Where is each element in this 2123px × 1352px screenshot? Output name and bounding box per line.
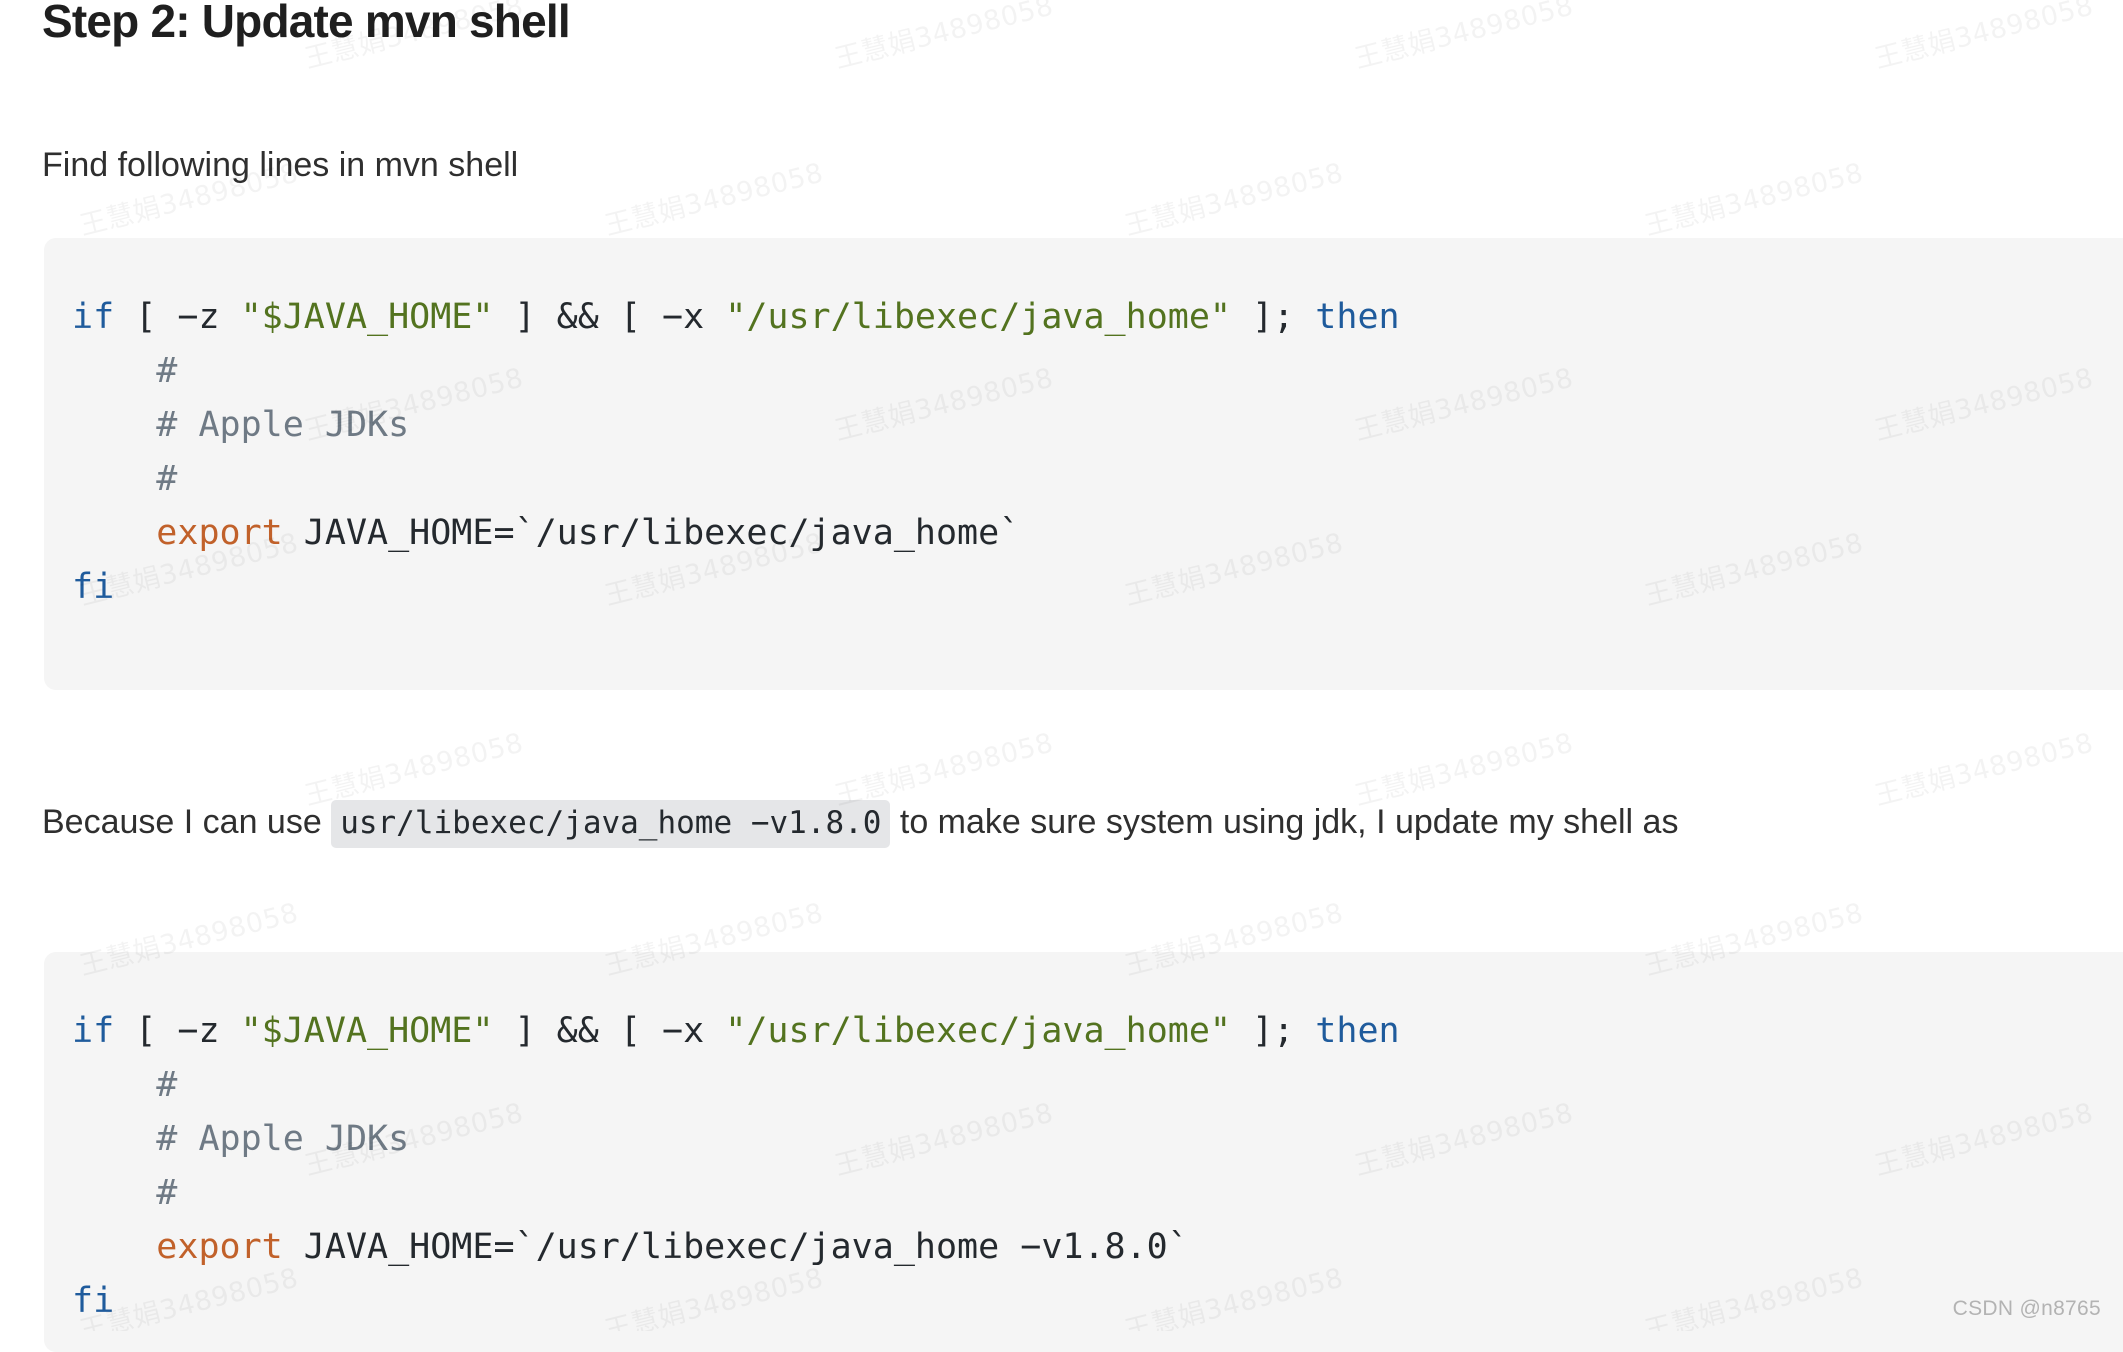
middle-paragraph-text-before: Because I can use <box>42 803 332 841</box>
code-token <box>72 1119 156 1159</box>
watermark-text: 王慧娟34898058 <box>1870 0 2097 76</box>
code-token: # Apple JDKs <box>156 405 410 445</box>
code-token: "/usr/libexec/java_home" <box>725 297 1231 337</box>
code-token: if <box>72 1011 115 1051</box>
lead-paragraph: Find following lines in mvn shell <box>42 146 519 184</box>
page-title: Step 2: Update mvn shell <box>42 0 571 47</box>
code-token <box>72 459 156 499</box>
middle-paragraph: Because I can use usr/libexec/java_home … <box>42 786 2102 859</box>
code-token: ]; <box>1231 1011 1316 1051</box>
code-token: # <box>156 1065 178 1105</box>
code-token: if <box>72 297 115 337</box>
code-token: fi <box>72 567 115 607</box>
middle-paragraph-text-after: to make sure system using jdk, I update … <box>890 803 1679 841</box>
code-token: export <box>156 1227 283 1267</box>
footer-credit: CSDN @n8765 <box>1952 1297 2101 1320</box>
code-content: if [ −z "$JAVA_HOME" ] && [ −x "/usr/lib… <box>44 952 2123 1328</box>
watermark-text: 王慧娟34898058 <box>600 151 827 243</box>
code-token: # <box>156 459 178 499</box>
code-token: # Apple JDKs <box>156 1119 410 1159</box>
code-token: # <box>156 351 178 391</box>
code-token: ] && [ −x <box>493 297 726 337</box>
code-token: fi <box>72 1281 115 1321</box>
code-token: JAVA_HOME=`/usr/libexec/java_home` <box>282 513 1021 553</box>
code-token: "$JAVA_HOME" <box>240 297 494 337</box>
code-token: then <box>1315 297 1400 337</box>
watermark-text: 王慧娟34898058 <box>1350 0 1577 76</box>
watermark-text: 王慧娟34898058 <box>1120 151 1347 243</box>
code-block-updated-shell[interactable]: if [ −z "$JAVA_HOME" ] && [ −x "/usr/lib… <box>44 952 2123 1352</box>
inline-code-java-home-command: usr/libexec/java_home −v1.8.0 <box>331 800 891 848</box>
code-token <box>72 351 156 391</box>
code-token: export <box>156 513 283 553</box>
code-token: then <box>1315 1011 1400 1051</box>
code-token: [ −z <box>114 297 241 337</box>
watermark-text: 王慧娟34898058 <box>830 0 1057 76</box>
code-content: if [ −z "$JAVA_HOME" ] && [ −x "/usr/lib… <box>44 238 2123 614</box>
code-token: [ −z <box>114 1011 241 1051</box>
watermark-text: 王慧娟34898058 <box>1640 151 1867 243</box>
code-token <box>72 513 156 553</box>
code-block-original-shell[interactable]: if [ −z "$JAVA_HOME" ] && [ −x "/usr/lib… <box>44 238 2123 690</box>
code-token <box>72 405 156 445</box>
code-token: ] && [ −x <box>493 1011 726 1051</box>
code-token <box>72 1173 156 1213</box>
code-token: "/usr/libexec/java_home" <box>725 1011 1231 1051</box>
code-token: # <box>156 1173 178 1213</box>
code-token: ]; <box>1231 297 1316 337</box>
code-token: JAVA_HOME=`/usr/libexec/java_home −v1.8.… <box>282 1227 1189 1267</box>
code-token <box>72 1227 156 1267</box>
code-token <box>72 1065 156 1105</box>
code-token: "$JAVA_HOME" <box>240 1011 494 1051</box>
